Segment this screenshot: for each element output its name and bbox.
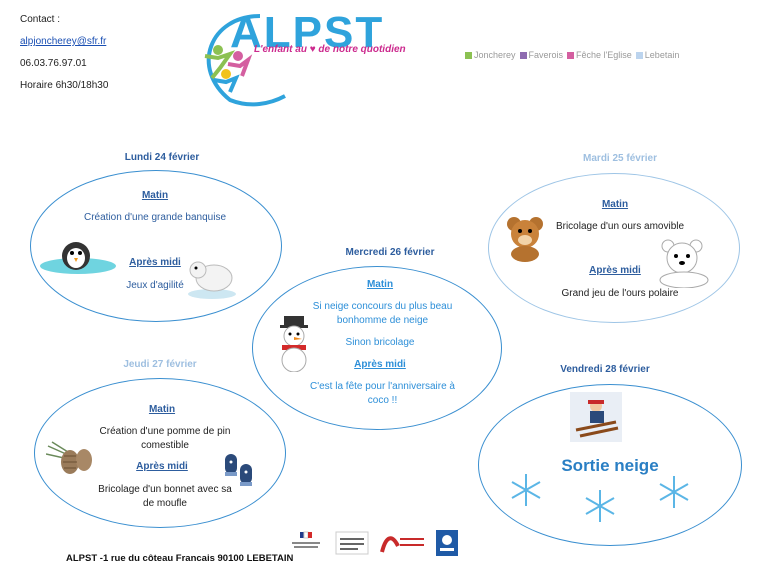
alpst-logo: ALPST L'enfant au ♥ de notre quotidien: [190, 8, 420, 108]
wednesday-afternoon-text: C'est la fête pour l'anniversaire à coco…: [290, 380, 475, 408]
mittens-icon: [225, 454, 252, 486]
legend-item-feche: Fêche l'Eglise: [567, 50, 632, 60]
thursday-morning-label: Matin: [148, 404, 176, 415]
department-logo-icon: [380, 536, 424, 553]
caf-logo-icon: [436, 530, 458, 556]
wednesday-afternoon-line1: C'est la fête pour l'anniversaire à: [309, 381, 455, 392]
tuesday-title: Mardi 25 février: [583, 153, 657, 164]
legend-item-lebetain: Lebetain: [635, 50, 679, 60]
friday-bubble: [478, 384, 742, 546]
polar-bear-cub-icon: [659, 239, 709, 288]
tuesday-bubble: [488, 173, 740, 323]
sledding-icon: [570, 392, 622, 442]
thursday-afternoon-line2: de moufle: [143, 498, 187, 509]
tuesday-morning-label: Matin: [601, 199, 629, 210]
legend-item-faverois: Faverois: [519, 50, 563, 60]
prefecture-logo-icon: [292, 531, 320, 548]
swatch-feche: [567, 51, 575, 59]
logo-swoosh-icon: [204, 14, 286, 107]
monday-afternoon-text: Jeux d'agilité: [126, 280, 184, 291]
monday-morning-text: Création d'une grande banquise: [83, 212, 227, 223]
brown-bear-icon: [507, 217, 543, 262]
swatch-faverois: [519, 51, 527, 59]
logo-title: ALPST: [230, 8, 385, 57]
wednesday-bubble: [252, 266, 502, 430]
wednesday-morning-line2: bonhomme de neige: [336, 315, 429, 326]
contact-hours: Horaire 6h30/18h30: [20, 80, 109, 91]
contact-heading: Contact :: [20, 14, 61, 25]
snowflake-icon: [511, 474, 541, 506]
penguin-icon: [40, 242, 116, 274]
thursday-afternoon-text: Bricolage d'un bonnet avec sa de moufle: [80, 483, 250, 511]
swatch-lebetain: [635, 51, 643, 59]
logo-tagline: L'enfant au ♥ de notre quotidien: [254, 44, 406, 55]
wednesday-afternoon-label: Après midi: [354, 359, 406, 370]
wednesday-morning-line1: Si neige concours du plus beau: [312, 301, 453, 312]
monday-afternoon-label: Après midi: [129, 257, 181, 268]
thursday-afternoon-line1: Bricolage d'un bonnet avec sa: [98, 484, 232, 495]
wednesday-morning-label: Matin: [366, 279, 394, 290]
footer-address: ALPST -1 rue du côteau Francais 90100 LE…: [66, 553, 294, 564]
monday-morning-label: Matin: [141, 190, 169, 201]
snowman-icon: [280, 316, 308, 372]
thursday-afternoon-label: Après midi: [136, 461, 188, 472]
site-legend: Joncherey Faverois Fêche l'Eglise Lebeta…: [465, 50, 679, 60]
legend-item-joncherey: Joncherey: [465, 50, 516, 60]
friday-title: Vendredi 28 février: [560, 364, 650, 375]
wednesday-title: Mercredi 26 février: [345, 247, 435, 258]
contact-block: Contact : alpjoncherey@sfr.fr 06.03.76.9…: [20, 12, 108, 100]
snowflake-icon: [659, 476, 689, 508]
wednesday-afternoon-line2: coco !!: [367, 395, 398, 406]
region-logo-icon: [335, 531, 369, 555]
thursday-title: Jeudi 27 février: [123, 359, 197, 370]
tuesday-morning-text: Bricolage d'un ours amovible: [555, 221, 685, 232]
wednesday-morning-text: Si neige concours du plus beau bonhomme …: [295, 300, 470, 328]
polar-bear-icon: [188, 261, 236, 299]
swatch-joncherey: [465, 51, 472, 59]
wednesday-morning-alt: Sinon bricolage: [345, 337, 415, 348]
thursday-morning-text: Création d'une pomme de pin comestible: [85, 425, 245, 453]
contact-email-link[interactable]: alpjoncherey@sfr.fr: [20, 36, 107, 47]
pine-cone-icon: [46, 441, 92, 474]
thursday-bubble: [34, 378, 286, 528]
monday-bubble: [30, 170, 282, 322]
thursday-morning-line2: comestible: [141, 440, 189, 451]
snowflake-icon: [585, 490, 615, 522]
thursday-morning-line1: Création d'une pomme de pin: [99, 426, 231, 437]
monday-title: Lundi 24 février: [124, 152, 200, 163]
friday-activity: Sortie neige: [561, 456, 659, 475]
contact-phone: 06.03.76.97.01: [20, 58, 87, 69]
tuesday-afternoon-text: Grand jeu de l'ours polaire: [561, 288, 679, 299]
tuesday-afternoon-label: Après midi: [589, 265, 641, 276]
